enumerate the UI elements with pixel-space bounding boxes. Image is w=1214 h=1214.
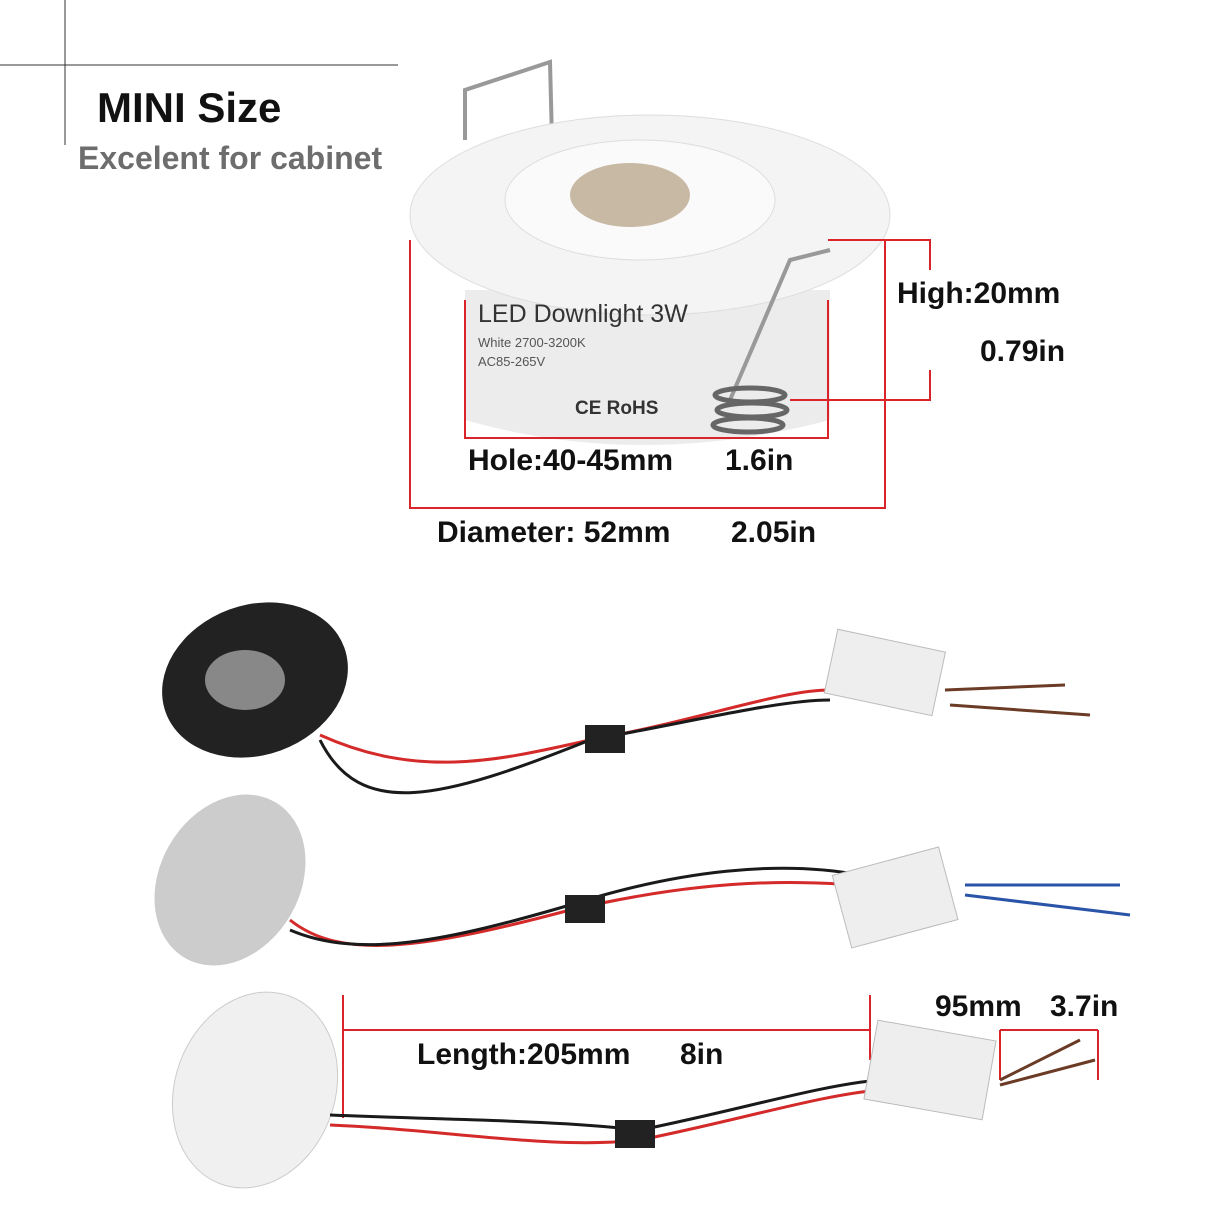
heading-title: MINI Size xyxy=(97,84,282,131)
diameter-mm: Diameter: 52mm xyxy=(437,516,671,549)
length-in: 8in xyxy=(680,1038,724,1071)
label-line1: LED Downlight 3W xyxy=(478,300,688,328)
lead-in: 3.7in xyxy=(1050,990,1119,1023)
lead-mm: 95mm xyxy=(935,990,1022,1023)
dimension-lines xyxy=(342,239,1099,1118)
silver-downlight xyxy=(154,794,1131,966)
length-mm: Length:205mm xyxy=(417,1038,631,1071)
top-downlight xyxy=(409,59,891,445)
heading-subtitle: Excelent for cabinet xyxy=(78,140,383,176)
label-marks: CE RoHS xyxy=(575,398,659,419)
high-mm: High:20mm xyxy=(897,277,1061,310)
label-line3: AC85-265V xyxy=(478,354,546,369)
high-in: 0.79in xyxy=(980,335,1066,368)
black-downlight xyxy=(162,602,1091,795)
diameter-in: 2.05in xyxy=(731,516,817,549)
white-downlight xyxy=(171,991,1096,1189)
hole-in: 1.6in xyxy=(725,444,794,477)
label-line2: White 2700-3200K xyxy=(478,335,586,350)
hole-mm: Hole:40-45mm xyxy=(468,444,674,477)
